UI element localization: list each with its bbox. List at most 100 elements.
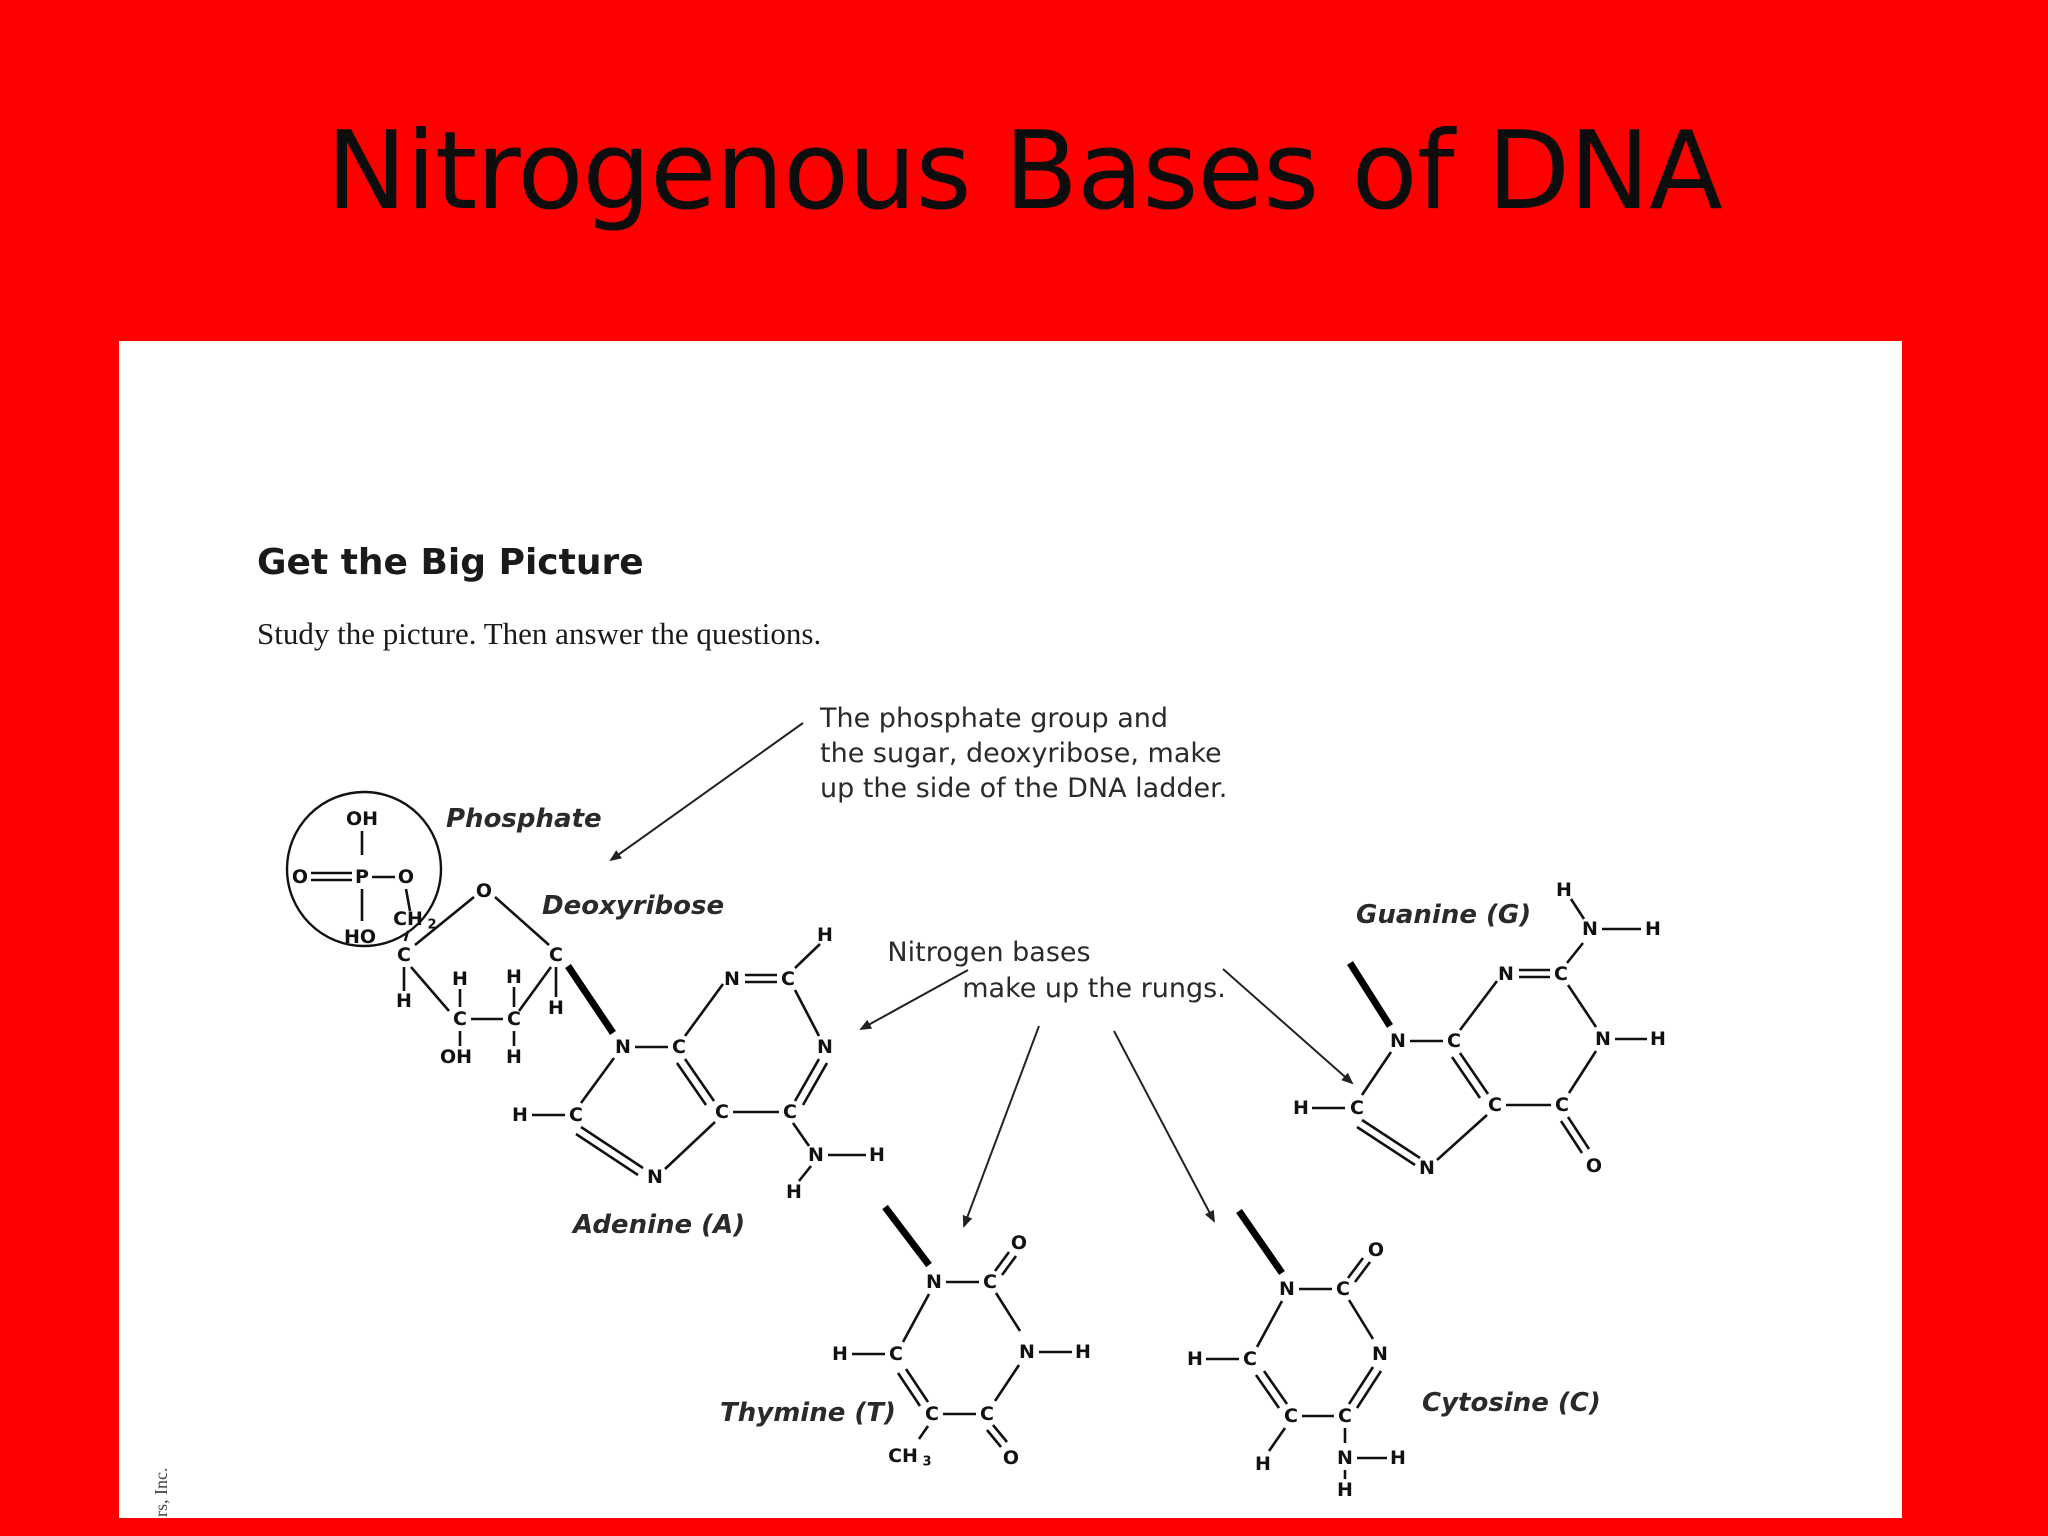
svg-text:H: H [512, 1104, 528, 1126]
slide-title: Nitrogenous Bases of DNA [326, 109, 1723, 234]
arrow-to-adenine [859, 969, 969, 1030]
svg-text:HO: HO [344, 926, 376, 948]
svg-text:N: N [1019, 1341, 1035, 1363]
worksheet-scan: Get the Big Picture Study the picture. T… [119, 341, 1902, 1518]
backbone-arrow [609, 722, 804, 862]
svg-text:CH: CH [888, 1445, 918, 1467]
bases-callout: Nitrogen bases make up the rungs. [859, 937, 1354, 1228]
svg-text:O: O [1368, 1239, 1384, 1261]
adenine-structure: N C N C H N C C N H H C H N Adenine (A) [512, 924, 885, 1240]
svg-text:H: H [817, 924, 833, 946]
svg-text:H: H [1390, 1447, 1406, 1469]
svg-text:C: C [715, 1101, 729, 1123]
svg-text:C: C [453, 1008, 467, 1030]
guanine-label: Guanine (G) [1356, 900, 1531, 930]
phosphate-circle [285, 790, 443, 948]
thymine-structure: N C O N H C O C CH 3 C H Thymine (T) [720, 1204, 1091, 1470]
svg-text:C: C [980, 1403, 994, 1425]
svg-text:H: H [1650, 1028, 1666, 1050]
svg-text:H: H [1187, 1348, 1203, 1370]
bases-callout-line-2: make up the rungs. [962, 973, 1226, 1004]
bases-callout-line-1: Nitrogen bases [887, 937, 1090, 968]
svg-text:N: N [1390, 1030, 1406, 1052]
svg-text:C: C [507, 1008, 521, 1030]
svg-text:N: N [926, 1271, 942, 1293]
svg-text:CH: CH [393, 908, 423, 930]
svg-text:H: H [506, 966, 522, 988]
svg-text:C: C [1555, 1094, 1569, 1116]
svg-text:C: C [1284, 1405, 1298, 1427]
svg-text:H: H [396, 990, 412, 1012]
svg-text:H: H [869, 1144, 885, 1166]
svg-text:C: C [1554, 963, 1568, 985]
backbone-callout-line-1: The phosphate group and [819, 703, 1168, 734]
deoxyribose-label: Deoxyribose [542, 891, 724, 921]
arrow-to-thymine [962, 1025, 1040, 1228]
svg-text:H: H [832, 1343, 848, 1365]
svg-text:N: N [808, 1144, 824, 1166]
svg-text:O: O [292, 866, 308, 888]
svg-text:N: N [724, 968, 740, 990]
side-credit-text: rs, Inc. [151, 1468, 171, 1517]
svg-text:OH: OH [440, 1046, 472, 1068]
svg-text:H: H [1293, 1097, 1309, 1119]
svg-text:H: H [1645, 918, 1661, 940]
svg-text:C: C [1338, 1405, 1352, 1427]
svg-text:C: C [1447, 1030, 1461, 1052]
svg-text:C: C [1488, 1094, 1502, 1116]
svg-text:C: C [1336, 1278, 1350, 1300]
svg-text:N: N [647, 1166, 663, 1188]
phosphate-label: Phosphate [446, 804, 602, 834]
svg-text:H: H [506, 1046, 522, 1068]
svg-text:C: C [889, 1343, 903, 1365]
adenine-label: Adenine (A) [571, 1210, 745, 1240]
svg-text:H: H [786, 1181, 802, 1203]
svg-text:C: C [549, 944, 563, 966]
svg-text:O: O [1011, 1232, 1027, 1254]
svg-text:P: P [355, 866, 369, 888]
svg-text:C: C [983, 1271, 997, 1293]
arrow-to-cytosine [1113, 1030, 1215, 1223]
svg-text:H: H [1075, 1341, 1091, 1363]
svg-text:N: N [1419, 1157, 1435, 1179]
svg-text:C: C [925, 1403, 939, 1425]
svg-text:H: H [1556, 879, 1572, 901]
svg-text:C: C [397, 944, 411, 966]
thymine-label: Thymine (T) [720, 1398, 896, 1428]
svg-text:H: H [1337, 1479, 1353, 1501]
svg-text:C: C [1350, 1097, 1364, 1119]
svg-text:3: 3 [922, 1455, 931, 1470]
guanine-structure: N C N C N H H N H C O C C H N Guanine (G [1293, 879, 1666, 1179]
svg-text:C: C [783, 1101, 797, 1123]
svg-text:N: N [1498, 963, 1514, 985]
svg-text:N: N [1279, 1278, 1295, 1300]
svg-text:C: C [781, 968, 795, 990]
backbone-callout: The phosphate group and the sugar, deoxy… [609, 703, 1227, 862]
svg-text:C: C [569, 1104, 583, 1126]
svg-text:C: C [1243, 1348, 1257, 1370]
backbone-callout-line-3: up the side of the DNA ladder. [820, 773, 1227, 804]
worksheet-heading: Get the Big Picture [257, 542, 644, 583]
svg-text:C: C [672, 1036, 686, 1058]
svg-text:N: N [615, 1036, 631, 1058]
cytosine-structure: N C O N C N H H C H C H Cytosine (C) [1187, 1209, 1601, 1501]
backbone-callout-line-2: the sugar, deoxyribose, make [820, 738, 1222, 769]
arrow-to-guanine [1222, 968, 1354, 1085]
phosphate-group: OH O P O HO Phosphate [285, 790, 602, 948]
svg-text:O: O [1586, 1155, 1602, 1177]
svg-text:H: H [548, 997, 564, 1019]
svg-text:N: N [1337, 1447, 1353, 1469]
svg-text:O: O [1003, 1447, 1019, 1469]
worksheet-instruction: Study the picture. Then answer the quest… [257, 616, 821, 651]
dna-diagram: Get the Big Picture Study the picture. T… [151, 542, 1666, 1517]
svg-text:2: 2 [427, 918, 436, 933]
svg-text:OH: OH [346, 808, 378, 830]
svg-text:O: O [476, 880, 492, 902]
svg-text:N: N [817, 1036, 833, 1058]
cytosine-label: Cytosine (C) [1422, 1388, 1601, 1418]
svg-text:N: N [1582, 918, 1598, 940]
svg-text:O: O [398, 866, 414, 888]
svg-text:H: H [452, 968, 468, 990]
svg-text:N: N [1372, 1343, 1388, 1365]
svg-text:H: H [1255, 1453, 1271, 1475]
